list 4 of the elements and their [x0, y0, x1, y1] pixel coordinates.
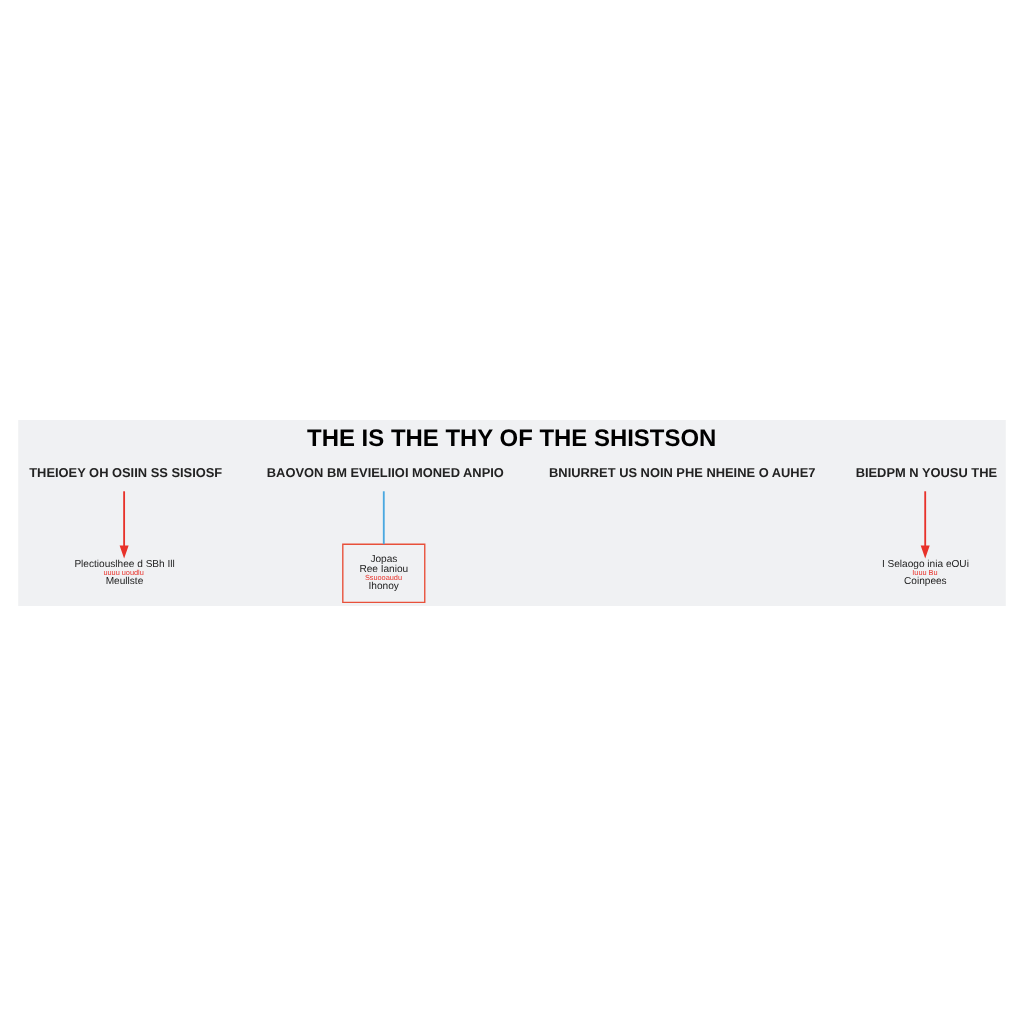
arrow — [119, 489, 129, 558]
connector — [382, 489, 385, 545]
diagram-title: THE IS THE THY OF THE SHISTSON — [307, 422, 717, 451]
arrow — [920, 489, 930, 558]
